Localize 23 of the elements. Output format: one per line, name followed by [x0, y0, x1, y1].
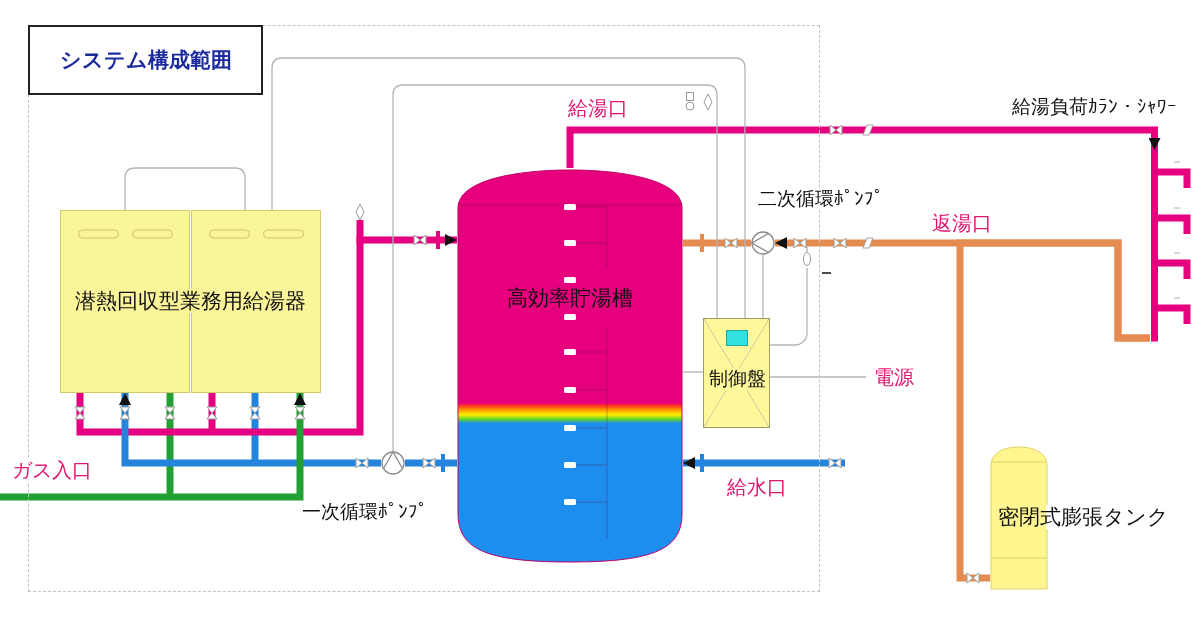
text-label: 電源 [866, 364, 922, 390]
title-box: システム構成範囲 [28, 25, 263, 95]
port-label: ガス入口 [12, 459, 92, 482]
pump-symbol [751, 231, 775, 255]
signal-wire [682, 371, 704, 373]
pump-symbol [381, 451, 405, 475]
pipe [76, 234, 457, 436]
pipe [566, 126, 1161, 168]
pipe [119, 393, 381, 467]
signal-wire [769, 376, 867, 378]
pipe [0, 393, 306, 501]
node-label: 潜熱回収型業務用給湯器 [74, 288, 306, 314]
signal-wire [762, 254, 764, 319]
port-label: 給湯口 [568, 97, 628, 120]
node-caption: 給湯負荷ｶﾗﾝ・ｼｬﾜｰ [1012, 96, 1177, 118]
node-label: 制御盤 [708, 368, 766, 390]
port-label: 返湯口 [932, 212, 992, 235]
pipe [405, 459, 457, 467]
port-label: 給水口 [727, 476, 787, 499]
pipe [683, 457, 845, 469]
signal-wire [271, 57, 746, 319]
pipe [683, 239, 751, 247]
control-panel [703, 318, 770, 428]
